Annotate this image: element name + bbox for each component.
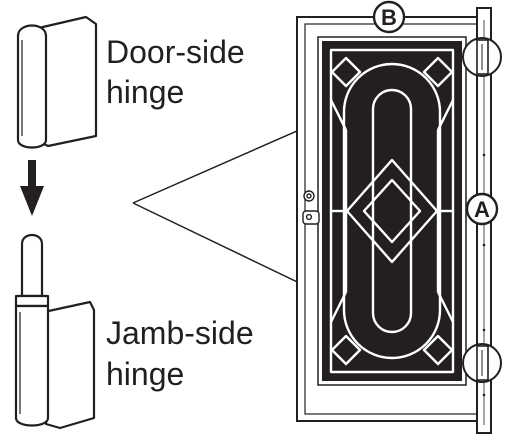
- door-side-hinge-label-line2: hinge: [106, 74, 185, 110]
- arrow-down-icon: [20, 160, 44, 216]
- jamb-side-hinge-label-line1: Jamb-side: [106, 315, 254, 351]
- callout-b-label: B: [381, 5, 397, 30]
- door-side-hinge-icon: [16, 15, 98, 149]
- door-side-hinge-label-line1: Door-side: [106, 34, 245, 70]
- hinge-highlight-top: [462, 37, 502, 77]
- callout-a-label: A: [474, 197, 490, 222]
- callout-b: B: [372, 0, 406, 34]
- door-lock-icon: [302, 190, 320, 225]
- jamb-side-hinge-icon: [14, 233, 96, 430]
- jamb-side-hinge-label-line2: hinge: [106, 356, 185, 392]
- decorative-grille: [329, 48, 455, 374]
- hinge-highlight-bottom: [462, 343, 502, 383]
- callout-a: A: [465, 192, 499, 226]
- door-glass-panel: [317, 36, 467, 386]
